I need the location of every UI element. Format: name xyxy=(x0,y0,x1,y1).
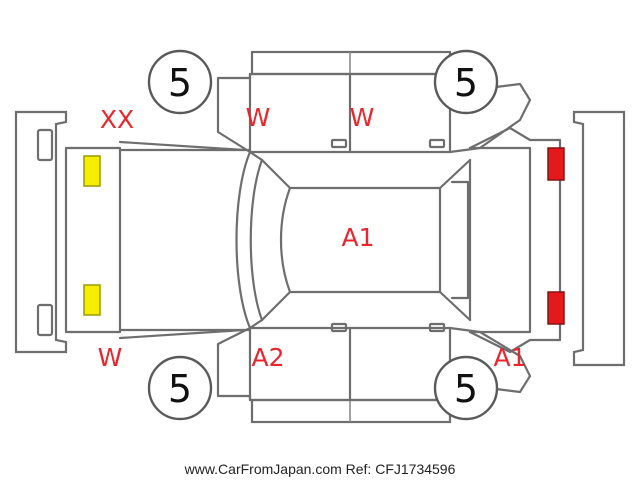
mark-front-left-door: W xyxy=(246,103,271,132)
mark-front-right-door: A2 xyxy=(251,343,284,372)
mark-front-left-corner: XX xyxy=(100,105,134,134)
mark-rear-left-door: W xyxy=(350,103,375,132)
right-side-panels xyxy=(216,322,532,424)
tire-rear-left-value: 5 xyxy=(454,61,478,105)
mark-rear-right-corner: A1 xyxy=(493,343,526,372)
rear-bumper xyxy=(572,110,626,367)
tire-front-left-value: 5 xyxy=(168,61,192,105)
front-bumper xyxy=(14,110,68,354)
tire-front-left: 5 xyxy=(147,49,213,115)
tire-front-right-value: 5 xyxy=(168,367,192,411)
tire-rear-right-value: 5 xyxy=(454,367,478,411)
headlight-right xyxy=(83,284,101,316)
headlight-left xyxy=(83,155,101,187)
taillight-left xyxy=(547,147,565,181)
footer-reference: www.CarFromJapan.com Ref: CFJ1734596 xyxy=(184,461,456,477)
tire-front-right: 5 xyxy=(147,355,213,421)
tire-rear-left: 5 xyxy=(433,49,499,115)
left-side-panels xyxy=(216,50,532,154)
car-body-outline xyxy=(64,126,562,354)
tire-rear-right: 5 xyxy=(433,355,499,421)
mark-front-right-corner: W xyxy=(98,343,123,372)
taillight-right xyxy=(547,291,565,325)
front-lights xyxy=(83,155,101,316)
rear-lights xyxy=(547,147,565,325)
mark-roof: A1 xyxy=(341,223,374,252)
